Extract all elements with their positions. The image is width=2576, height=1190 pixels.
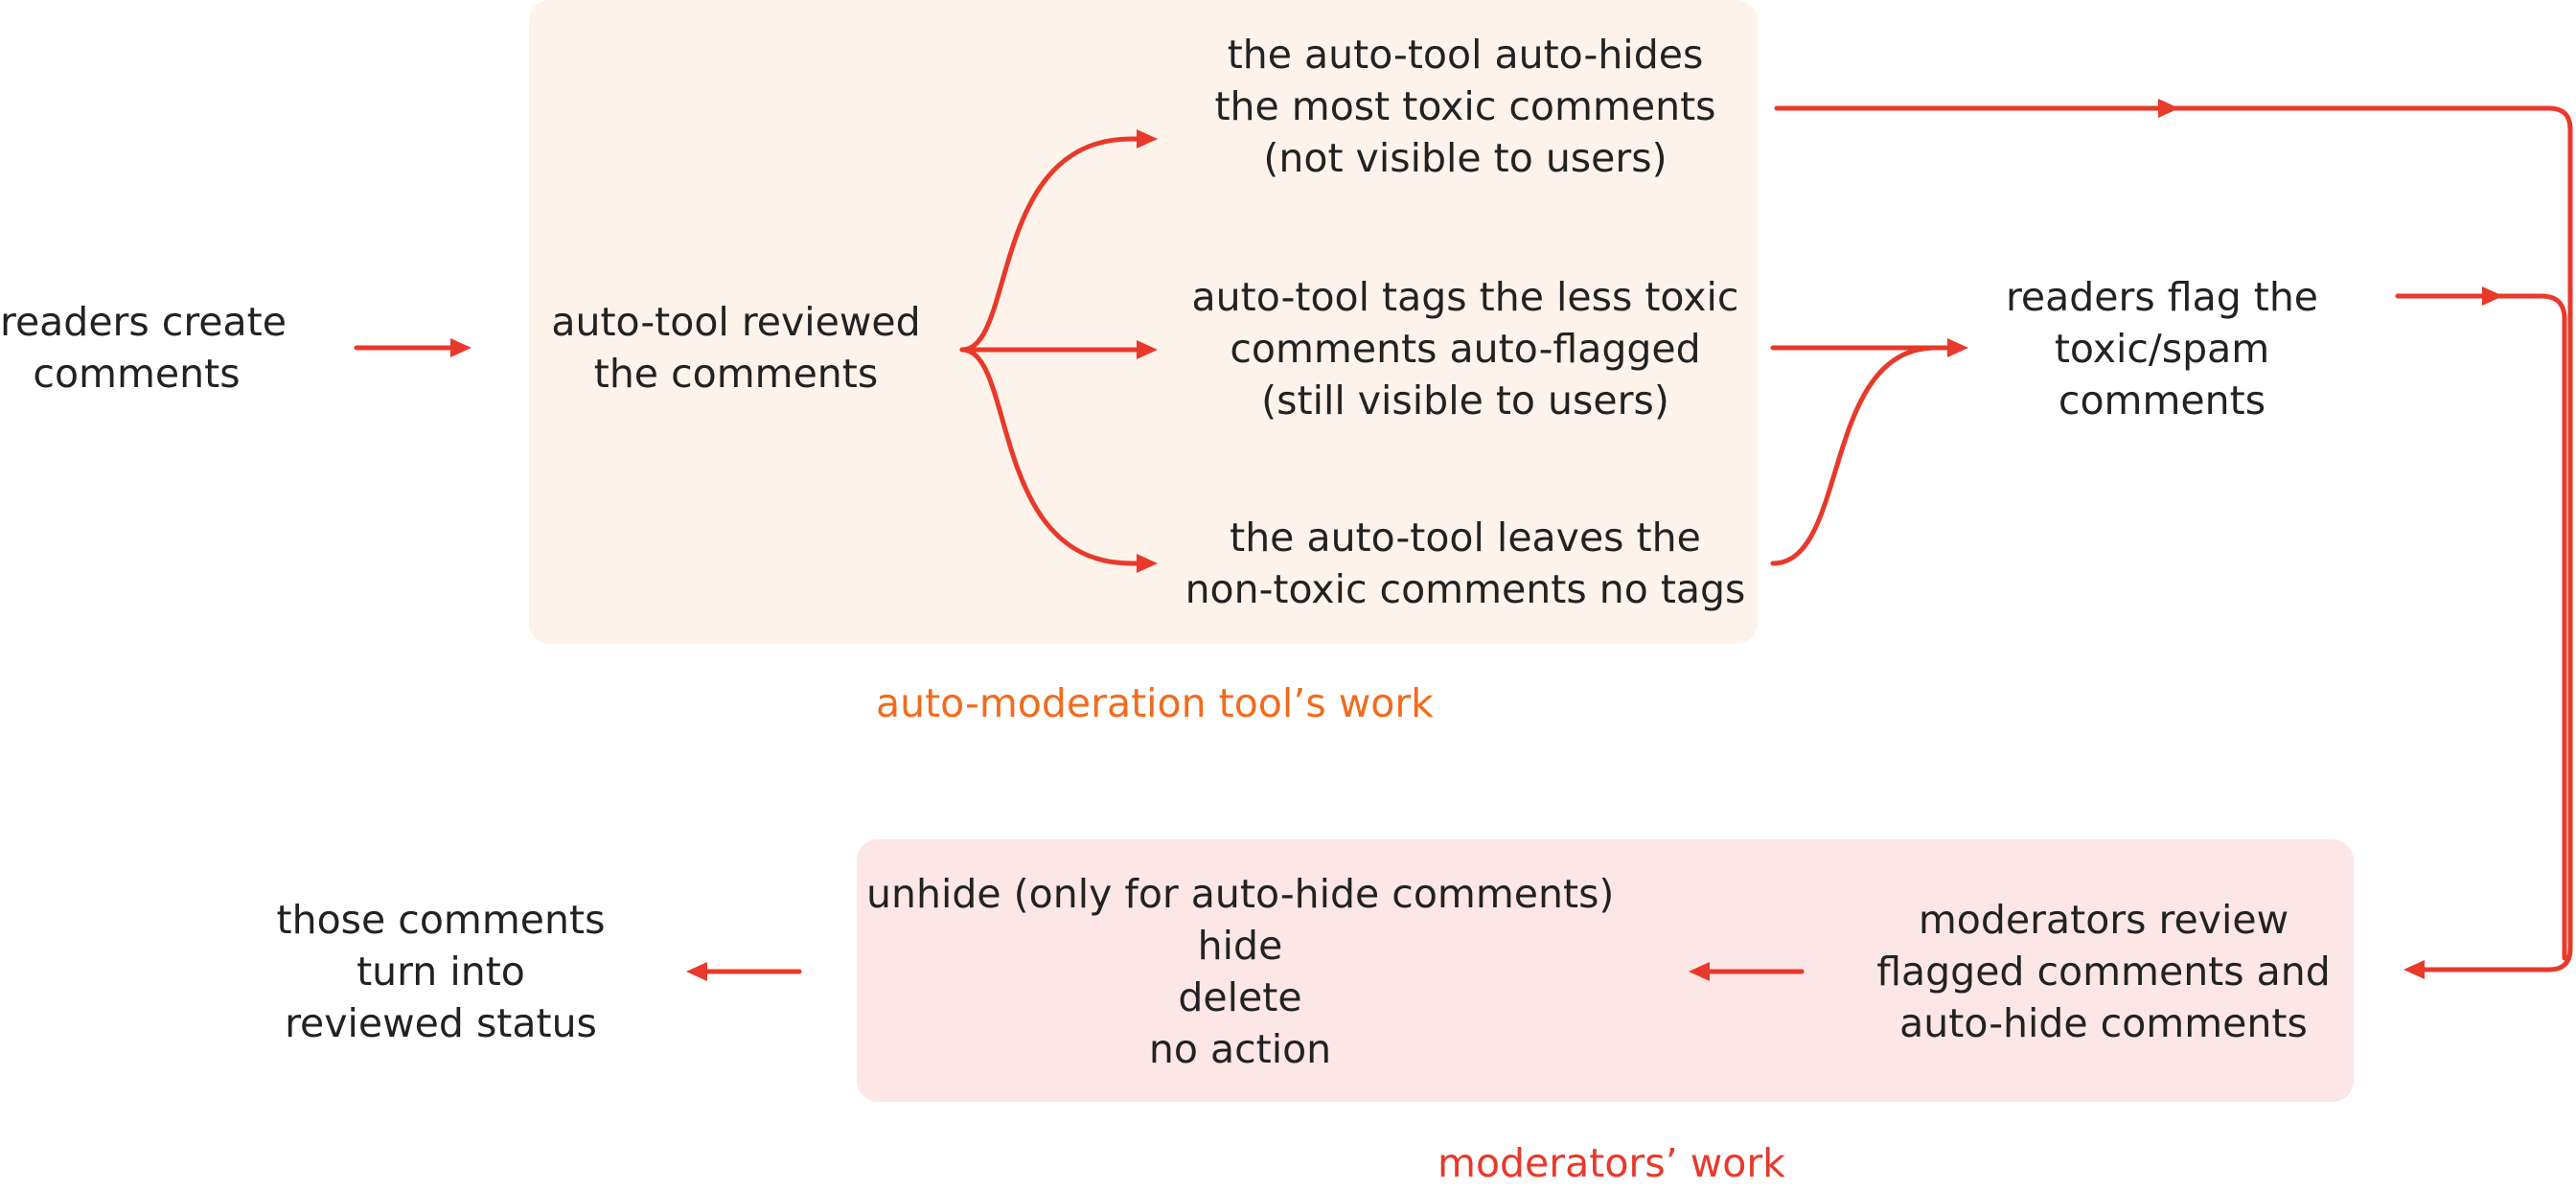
node-readers-create: readers create comments	[0, 299, 287, 397]
arrowhead-mid-auto-hide	[2158, 99, 2179, 118]
arrowhead-to-moderators	[2404, 960, 2425, 979]
node-auto-review: auto-tool reviewed the comments	[551, 299, 921, 397]
caption-auto-moderation: auto-moderation tool’s work	[876, 680, 1434, 726]
node-reviewed-status: those comments turn into reviewed status	[276, 897, 606, 1046]
arrowhead-to-reviewed	[686, 962, 707, 981]
node-no-tags: the auto-tool leaves the non-toxic comme…	[1184, 515, 1746, 612]
arrow-branch-no-tags	[959, 347, 1143, 566]
arrowhead-to-actions	[1689, 962, 1710, 981]
node-auto-flag: auto-tool tags the less toxic comments a…	[1191, 274, 1739, 423]
arrow-branch-auto-hide	[959, 136, 1143, 353]
moderators-panel	[857, 839, 2354, 1102]
arrowhead-to-readers-flag	[1947, 338, 1968, 357]
node-auto-hide: the auto-tool auto-hides the most toxic …	[1214, 32, 1716, 181]
auto-moderation-panel	[529, 0, 1758, 644]
arrow-no-tags-to-readers	[1770, 345, 1939, 566]
arrow-auto-hide-to-rail	[1774, 105, 2573, 973]
caption-moderators: moderators’ work	[1438, 1140, 1785, 1186]
arrowhead-to-no-tags	[1137, 554, 1158, 573]
arrowhead-to-review	[450, 338, 472, 357]
arrow-readers-flag-to-rail	[2395, 293, 2567, 961]
node-readers-flag: readers flag the toxic/spam comments	[2005, 274, 2319, 423]
arrowhead-mid-readers-flag	[2482, 286, 2503, 306]
node-moderators-review: moderators review flagged comments and a…	[1876, 897, 2331, 1046]
arrowhead-to-auto-flag	[1137, 340, 1158, 359]
node-actions: unhide (only for auto-hide comments) hid…	[866, 871, 1615, 1072]
arrowhead-to-auto-hide	[1137, 129, 1158, 149]
